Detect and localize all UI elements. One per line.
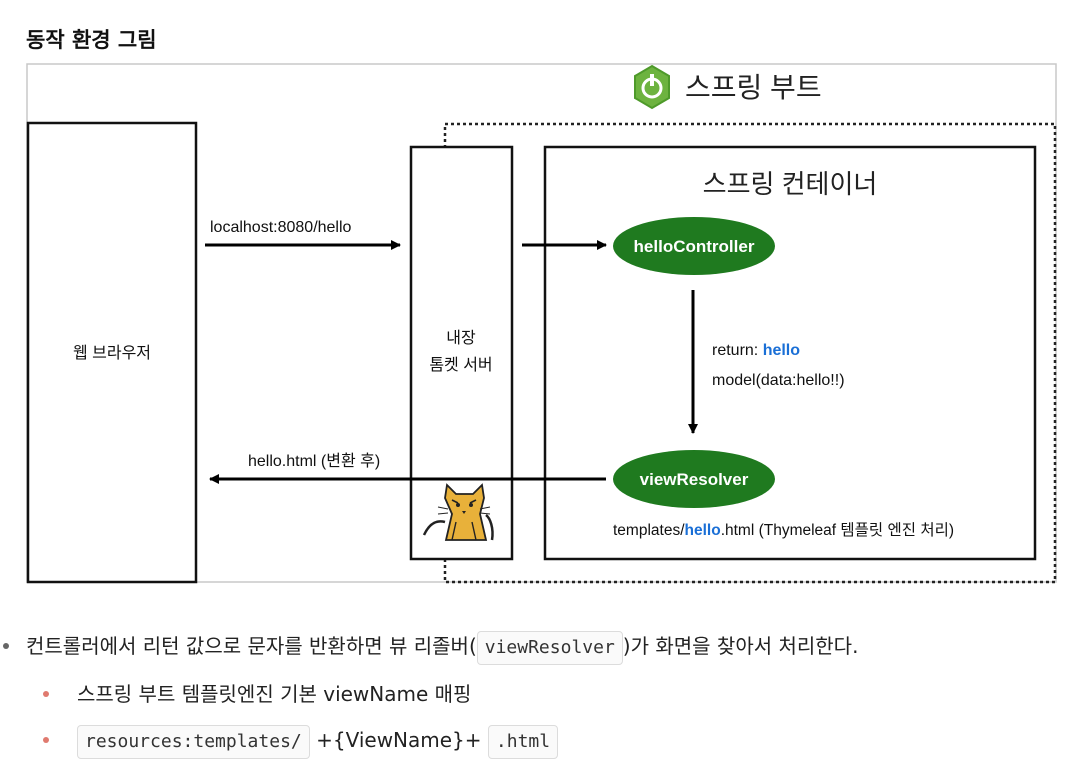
view-name-text: +{ViewName}+: [316, 728, 482, 752]
note-sub2: resources:templates/ +{ViewName}+ .html: [43, 722, 559, 759]
hello-controller-node: [613, 217, 775, 275]
web-browser-box: [26, 121, 198, 584]
return-line: return: hello: [712, 342, 800, 359]
spring-power-icon: [634, 64, 670, 110]
spring-boot-label: 스프링 부트: [685, 72, 822, 103]
view-resolver-code: viewResolver: [476, 630, 623, 665]
tomcat-label-line1: 내장: [446, 329, 476, 347]
model-label: model(data:hello!!): [712, 372, 845, 389]
return-value: hello: [763, 342, 801, 359]
note-sub1: 스프링 부트 템플릿엔진 기본 viewName 매핑: [43, 676, 472, 712]
spring-container-label: 스프링 컨테이너: [703, 169, 878, 199]
return-prefix: return:: [712, 342, 763, 359]
html-extension-code: .html: [487, 724, 559, 759]
template-caption: templates/hello.html (Thymeleaf 템플릿 엔진 처…: [613, 521, 954, 539]
hello-controller-label: helloController: [634, 237, 755, 256]
view-resolver-label: viewResolver: [640, 470, 749, 489]
bullet-dot: [43, 691, 49, 697]
tomcat-label-line2: 톰켓 서버: [429, 356, 492, 374]
bullet-dot: [43, 737, 49, 743]
response-label: hello.html (변환 후): [248, 452, 380, 470]
web-browser-label: 웹 브라우저: [73, 344, 151, 362]
note-main-after: )가 화면을 찾아서 처리한다.: [622, 634, 859, 658]
template-prefix: templates/: [613, 522, 685, 539]
note-sub1-text: 스프링 부트 템플릿엔진 기본 viewName 매핑: [77, 682, 472, 706]
tomcat-cat-icon: [422, 483, 494, 541]
template-suffix: .html (Thymeleaf 템플릿 엔진 처리): [721, 521, 954, 539]
note-main-before: 컨트롤러에서 리턴 값으로 문자를 반환하면 뷰 리졸버(: [26, 634, 477, 658]
view-resolver-node: [613, 450, 775, 508]
templates-path-code: resources:templates/: [77, 724, 310, 759]
template-name: hello: [685, 522, 721, 539]
bullet-dot: [3, 643, 9, 649]
tomcat-server-box: [409, 145, 514, 561]
section-heading: 동작 환경 그림: [26, 28, 157, 52]
architecture-diagram: 스프링 부트 웹 브라우저 내장 톰켓 서버 스프링 컨테이너 localhos…: [26, 63, 1057, 584]
note-main: 컨트롤러에서 리턴 값으로 문자를 반환하면 뷰 리졸버(viewResolve…: [3, 628, 859, 665]
request-url-label: localhost:8080/hello: [210, 219, 352, 236]
